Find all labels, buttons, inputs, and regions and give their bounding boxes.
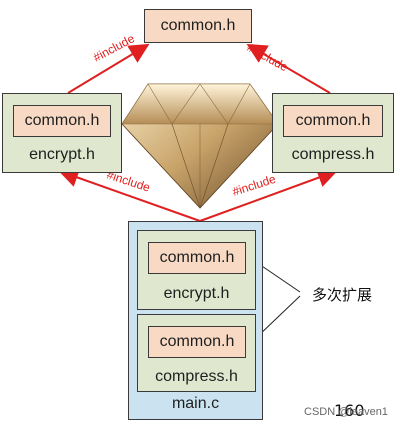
right-compress-module: common.h compress.h <box>272 93 394 173</box>
main-inner-compress-common-box: common.h <box>148 326 246 358</box>
left-common-header-label: common.h <box>24 112 100 129</box>
main-inner-encrypt-common-box: common.h <box>148 242 246 274</box>
left-common-header-box: common.h <box>13 105 111 137</box>
main-module: common.h encrypt.h common.h compress.h m… <box>128 221 263 420</box>
main-inner-encrypt: common.h encrypt.h <box>137 230 256 310</box>
right-common-header-box: common.h <box>283 105 383 137</box>
include-label-top-right: #include <box>245 40 291 74</box>
right-common-header-label: common.h <box>295 112 371 129</box>
multiple-expansion-annotation: 多次扩展 <box>312 286 373 304</box>
arrow-main-to-right <box>199 168 338 222</box>
annotation-line-top <box>255 261 301 293</box>
include-label-top-left: #include <box>91 31 137 65</box>
arrow-right-to-top <box>246 43 331 94</box>
left-encrypt-module: common.h encrypt.h <box>2 93 122 173</box>
annotation-line-bottom <box>255 295 301 339</box>
main-inner-encrypt-common-label: common.h <box>159 249 235 266</box>
main-inner-compress: common.h compress.h <box>137 314 256 392</box>
left-module-name: encrypt.h <box>29 146 95 163</box>
main-inner-encrypt-name: encrypt.h <box>163 285 230 302</box>
main-inner-compress-name: compress.h <box>155 368 238 385</box>
diamond-illustration <box>121 83 279 209</box>
top-common-header-box: common.h <box>144 9 252 43</box>
watermark: CSDN @leaven1 <box>304 406 388 418</box>
top-common-header-label: common.h <box>160 17 236 34</box>
main-module-name: main.c <box>171 395 220 412</box>
arrow-left-to-top <box>67 43 150 94</box>
right-module-name: compress.h <box>291 146 375 163</box>
main-inner-compress-common-label: common.h <box>159 333 235 350</box>
arrow-main-to-left <box>58 167 201 222</box>
page-number: 160 <box>334 401 365 420</box>
